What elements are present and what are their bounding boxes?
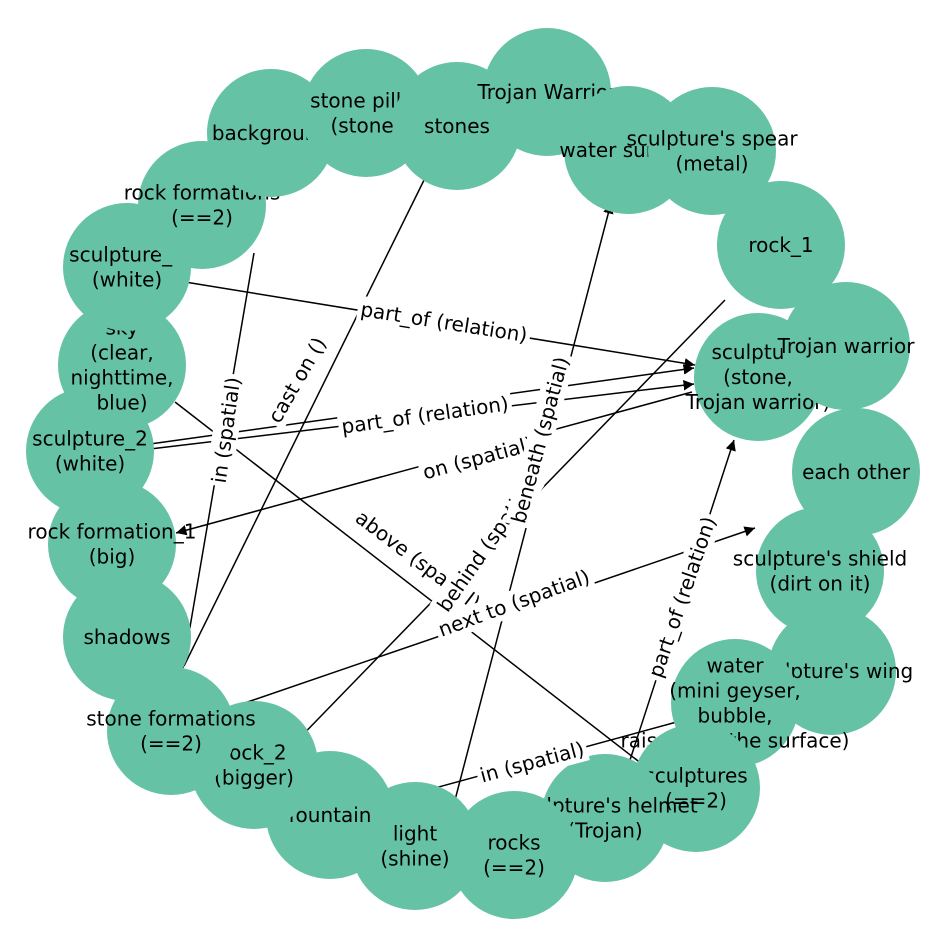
node-label: (Trojan)	[567, 819, 642, 843]
edge-label-background	[431, 562, 597, 644]
edge-label-background	[641, 510, 723, 684]
node-label: stone formations	[86, 707, 255, 731]
node-label: shadows	[83, 625, 170, 649]
node-label: light	[393, 822, 437, 846]
node-label: (==2)	[483, 856, 545, 880]
node-circle	[717, 181, 845, 309]
edge-shadows-to-stones	[183, 167, 431, 667]
node-label: (dirt on it)	[770, 572, 871, 596]
node-label: each other	[802, 460, 911, 484]
edge-label-text: in (spatial)	[207, 375, 246, 484]
node-circle	[768, 607, 896, 735]
node-label: (==2)	[171, 206, 233, 230]
edge-label-background	[504, 350, 576, 530]
node-label: (white)	[92, 268, 162, 292]
edge-label-background	[205, 372, 247, 488]
node-rocks: rocks(==2)	[450, 791, 578, 919]
node-label: (==2)	[140, 732, 202, 756]
node-label: (==2)	[665, 789, 727, 813]
edge-label-background	[355, 295, 533, 349]
node-label: (shine)	[380, 847, 449, 871]
node-shield: sculpture's shield(dirt on it)	[733, 507, 907, 635]
edge-sky-to-sculptures	[174, 401, 661, 779]
node-circle	[782, 282, 910, 410]
node-circle	[58, 301, 186, 429]
edge-label-background	[336, 389, 514, 441]
node-label: sculpture's spear	[626, 127, 798, 151]
edge-label-background	[474, 734, 590, 790]
edge-label-background	[260, 329, 334, 431]
node-circle	[207, 69, 335, 197]
edge-label-text: part_of (relation)	[340, 391, 510, 438]
node-circle	[756, 507, 884, 635]
node-circle	[450, 791, 578, 919]
node-label: (bigger)	[214, 766, 294, 790]
node-label: sculpture's shield	[733, 547, 907, 571]
node-label: (metal)	[675, 152, 748, 176]
node-label: fountain	[289, 803, 372, 827]
nodes-layer: sculpture(stone,Trojan warrior)Trojan wa…	[26, 28, 920, 919]
node-label: (white)	[55, 452, 125, 476]
node-each_other: each other	[792, 408, 920, 536]
edge-label-text: cast on ()	[263, 333, 331, 427]
node-label: (mini geyser,	[669, 679, 801, 703]
node-circle	[792, 408, 920, 536]
node-label: stones	[424, 114, 490, 138]
node-trojan_warrior_lc: Trojan warrior	[777, 282, 916, 410]
node-label: sculptures	[644, 764, 747, 788]
node-label: water	[707, 654, 765, 678]
edge-label-sculpture_1-to-sculpture: part_of (relation)	[355, 295, 533, 349]
node-label: rocks	[487, 831, 540, 855]
node-label: (stone)	[330, 114, 401, 138]
node-label: sculpture_2	[32, 427, 148, 451]
node-rock_1: rock_1	[717, 181, 845, 309]
node-label: nighttime,	[71, 366, 174, 390]
node-label: (big)	[89, 545, 136, 569]
node-label: rock_1	[748, 233, 813, 257]
edge-label-sculpture_2-to-sculpture: part_of (relation)	[336, 389, 514, 441]
node-label: (clear,	[90, 341, 154, 365]
edge-label-background	[416, 429, 540, 487]
node-label: Trojan warrior	[777, 334, 916, 358]
node-label: bubble,	[698, 704, 773, 728]
edge-label-text: part_of (relation)	[359, 297, 529, 347]
node-label: blue)	[96, 391, 147, 415]
node-label: (stone,	[723, 365, 793, 389]
node-label: rock formation_1	[28, 520, 197, 544]
node-spear: sculpture's spear(metal)	[626, 87, 798, 215]
node-circle	[648, 87, 776, 215]
edge-label-shadows-to-stones: cast on ()	[260, 329, 334, 431]
